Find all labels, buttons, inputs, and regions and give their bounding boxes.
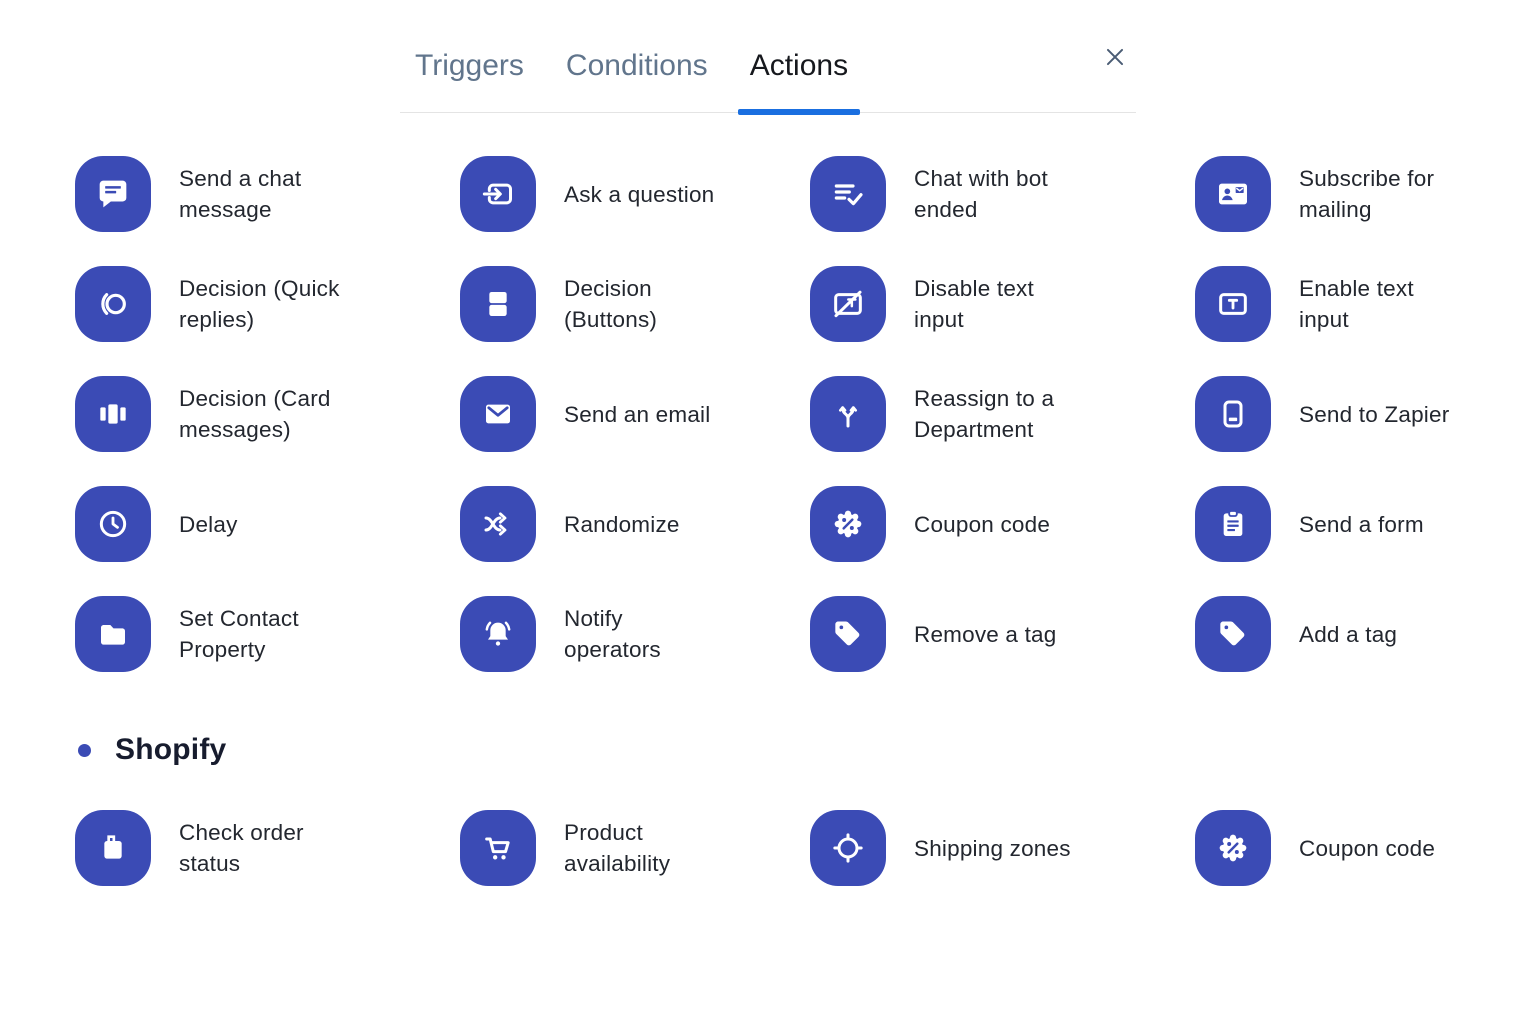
ask-question-icon: [460, 156, 536, 232]
action-label: Delay: [179, 511, 238, 537]
actions-grid: Send a chat message Ask a question Chat wi…: [75, 139, 1506, 689]
decision-buttons-icon: [460, 266, 536, 342]
action-add-a-tag[interactable]: Add a tag: [1195, 579, 1506, 689]
action-label: Coupon code: [1299, 835, 1436, 861]
action-label: Chat with bot ended: [914, 166, 1048, 222]
set-contact-property-icon: [75, 596, 151, 672]
action-shipping-zones[interactable]: Shipping zones: [810, 793, 1195, 903]
shipping-zones-icon: [810, 810, 886, 886]
action-send-to-zapier[interactable]: Send to Zapier: [1195, 359, 1506, 469]
action-label: Check order status: [179, 820, 304, 876]
action-label: Send an email: [564, 401, 711, 427]
send-email-icon: [460, 376, 536, 452]
action-label: Subscribe for mailing: [1299, 166, 1435, 222]
chat-bot-ended-icon: [810, 156, 886, 232]
action-enable-text-input[interactable]: Enable text input: [1195, 249, 1506, 359]
coupon-code-icon: [810, 486, 886, 562]
action-notify-operators[interactable]: Notify operators: [460, 579, 810, 689]
action-send-a-form[interactable]: Send a form: [1195, 469, 1506, 579]
action-label: Send to Zapier: [1299, 401, 1450, 427]
action-send-an-email[interactable]: Send an email: [460, 359, 810, 469]
notify-operators-icon: [460, 596, 536, 672]
action-label: Set Contact Property: [179, 606, 299, 662]
action-label: Decision (Card messages): [179, 386, 331, 442]
randomize-icon: [460, 486, 536, 562]
action-decision-buttons[interactable]: Decision (Buttons): [460, 249, 810, 359]
action-label: Randomize: [564, 511, 680, 537]
action-label: Notify operators: [564, 606, 661, 662]
action-label: Reassign to a Department: [914, 386, 1055, 442]
action-randomize[interactable]: Randomize: [460, 469, 810, 579]
chat-message-icon: [75, 156, 151, 232]
shopify-section-header: Shopify: [78, 733, 1536, 767]
tab-triggers[interactable]: Triggers: [415, 44, 524, 112]
action-label: Coupon code: [914, 511, 1051, 537]
action-label: Enable text input: [1299, 276, 1414, 332]
product-availability-icon: [460, 810, 536, 886]
action-label: Add a tag: [1299, 621, 1398, 647]
action-decision-card-messages[interactable]: Decision (Card messages): [75, 359, 460, 469]
tab-actions[interactable]: Actions: [737, 44, 861, 115]
close-icon: [1106, 48, 1124, 66]
action-ask-a-question[interactable]: Ask a question: [460, 139, 810, 249]
decision-card-messages-icon: [75, 376, 151, 452]
action-label: Decision (Buttons): [564, 276, 658, 332]
close-button[interactable]: [1100, 42, 1130, 72]
action-decision-quick-replies[interactable]: Decision (Quick replies): [75, 249, 460, 359]
action-disable-text-input[interactable]: Disable text input: [810, 249, 1195, 359]
action-delay[interactable]: Delay: [75, 469, 460, 579]
delay-icon: [75, 486, 151, 562]
action-remove-a-tag[interactable]: Remove a tag: [810, 579, 1195, 689]
reassign-department-icon: [810, 376, 886, 452]
action-coupon-code[interactable]: Coupon code: [1195, 793, 1506, 903]
action-set-contact-property[interactable]: Set Contact Property: [75, 579, 460, 689]
enable-text-input-icon: [1195, 266, 1271, 342]
action-label: Remove a tag: [914, 621, 1057, 647]
check-order-status-icon: [75, 810, 151, 886]
action-label: Disable text input: [914, 276, 1034, 332]
tab-bar: Triggers Conditions Actions: [400, 0, 1136, 115]
coupon-code-icon: [1195, 810, 1271, 886]
decision-quick-replies-icon: [75, 266, 151, 342]
tab-conditions[interactable]: Conditions: [566, 44, 708, 112]
shopify-section-title: Shopify: [115, 733, 227, 766]
action-label: Send a chat message: [179, 166, 302, 222]
action-coupon-code[interactable]: Coupon code: [810, 469, 1195, 579]
action-product-availability[interactable]: Product availability: [460, 793, 810, 903]
add-tag-icon: [1195, 596, 1271, 672]
subscribe-mailing-icon: [1195, 156, 1271, 232]
action-send-a-chat-message[interactable]: Send a chat message: [75, 139, 460, 249]
action-reassign-to-a-department[interactable]: Reassign to a Department: [810, 359, 1195, 469]
remove-tag-icon: [810, 596, 886, 672]
shopify-bullet-icon: [78, 743, 91, 757]
action-label: Send a form: [1299, 511, 1424, 537]
action-label: Product availability: [564, 820, 671, 876]
action-label: Ask a question: [564, 181, 715, 207]
action-label: Decision (Quick replies): [179, 276, 340, 332]
disable-text-input-icon: [810, 266, 886, 342]
action-label: Shipping zones: [914, 835, 1071, 861]
send-to-zapier-icon: [1195, 376, 1271, 452]
shopify-grid: Check order status Product availability Sh…: [75, 793, 1506, 903]
send-form-icon: [1195, 486, 1271, 562]
action-check-order-status[interactable]: Check order status: [75, 793, 460, 903]
action-subscribe-for-mailing[interactable]: Subscribe for mailing: [1195, 139, 1506, 249]
action-chat-with-bot-ended[interactable]: Chat with bot ended: [810, 139, 1195, 249]
